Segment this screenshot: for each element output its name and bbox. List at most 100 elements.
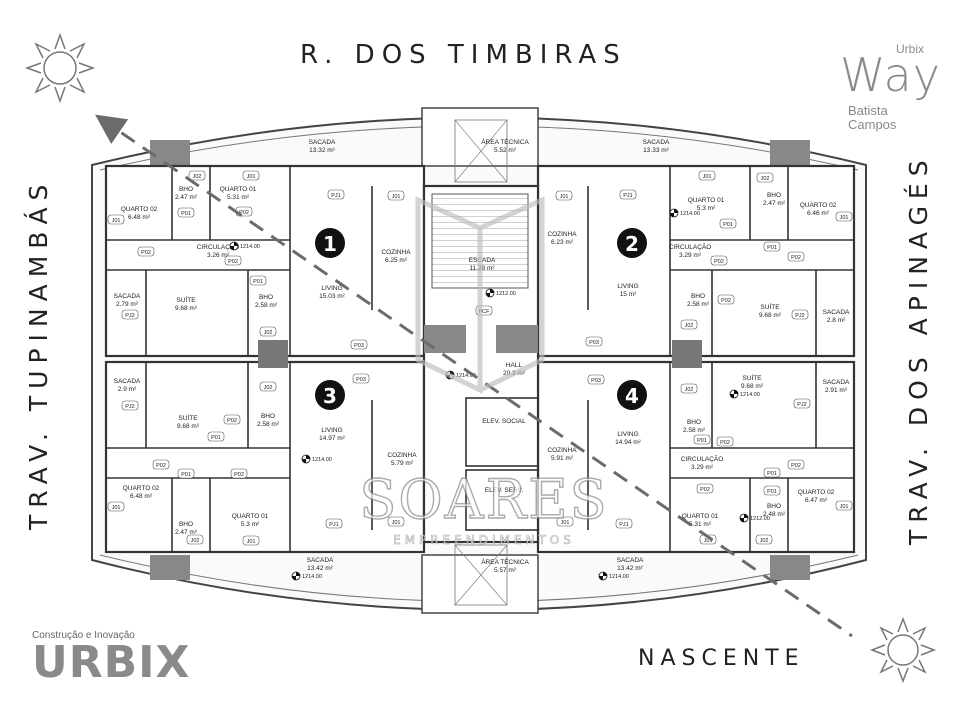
door-tag: P01 [763, 485, 781, 496]
svg-text:J02: J02 [264, 385, 273, 391]
svg-text:P01: P01 [181, 211, 191, 217]
door-tag: P02 [787, 251, 805, 262]
watermark-sub: EMPREENDIMENTOS [393, 533, 575, 547]
svg-text:J02: J02 [193, 174, 202, 180]
svg-text:P01: P01 [211, 435, 221, 441]
svg-text:1214.00: 1214.00 [609, 574, 629, 580]
shaft-right [672, 340, 702, 368]
unit-number: 1 [323, 232, 337, 256]
door-tag: P02 [137, 246, 155, 257]
svg-text:J02: J02 [685, 323, 694, 329]
svg-text:P02: P02 [700, 487, 710, 493]
brand-way: Way [840, 48, 941, 102]
svg-text:P01: P01 [767, 471, 777, 477]
door-tag: P02 [710, 255, 728, 266]
door-tag: P01 [177, 468, 195, 479]
door-tag: PJ1 [327, 189, 345, 200]
svg-text:PJ2: PJ2 [797, 402, 806, 408]
door-tag: P01 [207, 431, 225, 442]
door-tag: P01 [763, 467, 781, 478]
svg-text:1214.00: 1214.00 [240, 244, 260, 250]
door-tag: J02 [259, 326, 277, 337]
level-marker: 1214.00 [729, 389, 760, 399]
urbix-logo: Construção e Inovação URBIX [32, 630, 190, 688]
door-tag: J02 [756, 172, 774, 183]
svg-text:J02: J02 [191, 538, 200, 544]
svg-text:J02: J02 [761, 176, 770, 182]
shaft-left [258, 340, 288, 368]
svg-text:PJ1: PJ1 [331, 193, 340, 199]
svg-text:P01: P01 [767, 245, 777, 251]
svg-text:1214.00: 1214.00 [312, 457, 332, 463]
svg-text:1214.00: 1214.00 [680, 211, 700, 217]
unit-number: 3 [323, 384, 337, 408]
wall-group [104, 164, 856, 554]
svg-text:PJ1: PJ1 [329, 522, 338, 528]
soares-watermark: SOARES EMPREENDIMENTOS [359, 196, 607, 547]
door-tag: J01 [242, 170, 260, 181]
svg-text:J01: J01 [247, 539, 256, 545]
door-tag: P01 [693, 434, 711, 445]
svg-text:P02: P02 [721, 298, 731, 304]
door-tag: P02 [224, 255, 242, 266]
level-markers: 1214.00 1214.00 1212.00 1214.00 1214.00 1214.… [229, 208, 770, 581]
svg-text:P02: P02 [714, 259, 724, 265]
svg-text:P01: P01 [767, 489, 777, 495]
door-tag: P03 [352, 373, 370, 384]
level-marker: 1212.00 [739, 513, 770, 523]
svg-text:PJ2: PJ2 [125, 313, 134, 319]
svg-text:J01: J01 [561, 520, 570, 526]
level-marker: 1214.00 [669, 208, 700, 218]
unit-number: 2 [625, 232, 639, 256]
svg-text:PJ1: PJ1 [623, 193, 632, 199]
door-tag: PJ2 [121, 309, 139, 320]
svg-text:P01: P01 [697, 438, 707, 444]
door-tag: J01 [387, 516, 405, 527]
door-tag: J01 [835, 500, 853, 511]
street-bottom-label: NASCENTE [638, 646, 805, 671]
svg-text:P02: P02 [791, 255, 801, 261]
svg-text:PJ2: PJ2 [795, 313, 804, 319]
door-tag: P02 [787, 459, 805, 470]
door-tag: J02 [680, 319, 698, 330]
sun-path-arrow [95, 114, 853, 638]
door-tag: P02 [716, 436, 734, 447]
svg-text:J01: J01 [704, 538, 713, 544]
door-tag: PJ1 [615, 518, 633, 529]
brand-batista: Batista [848, 103, 888, 118]
shaft-core-r [496, 325, 538, 353]
door-tag: J01 [107, 214, 125, 225]
level-marker: 1214.00 [301, 454, 332, 464]
svg-text:P02: P02 [720, 440, 730, 446]
room-label-elev-serv: ELEV. SERV. [485, 487, 524, 494]
svg-text:P02: P02 [791, 463, 801, 469]
door-tag: J01 [555, 190, 573, 201]
door-tag: P02 [152, 459, 170, 470]
shaft-core-l [424, 325, 466, 353]
door-tag: PJ1 [619, 189, 637, 200]
door-tag: J01 [107, 501, 125, 512]
svg-text:PCF: PCF [479, 309, 491, 315]
svg-text:J01: J01 [840, 215, 849, 221]
brand-urbix-small: Urbix [896, 42, 925, 56]
